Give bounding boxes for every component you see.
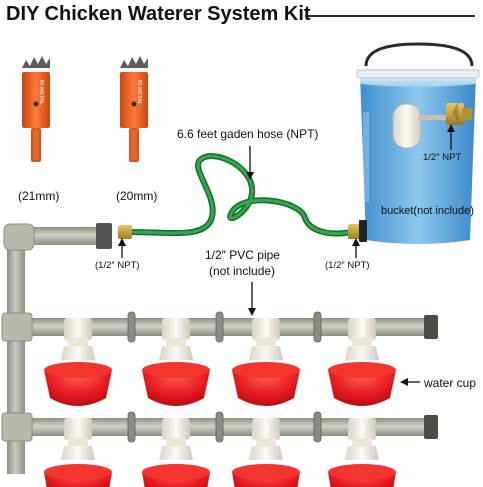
label-water-cup: water cup: [424, 376, 477, 390]
water-cups-row-1: [44, 318, 396, 406]
pipe-clamps: [127, 311, 322, 443]
pvc-pipe-frame: [1, 223, 438, 474]
label-pvc-not-included: (not include): [209, 264, 276, 278]
label-npt-right: (1/2″ NPT): [325, 260, 370, 271]
saw-marking: BI-METAL: [38, 80, 44, 105]
saw-marking: BI-METAL: [136, 80, 142, 105]
label-npt-left: (1/2″ NPT): [95, 260, 140, 271]
hole-saw-20mm: [120, 56, 148, 162]
label-pvc-pipe: 1/2″ PVC pipe: [205, 248, 280, 262]
title-underline: [305, 15, 475, 17]
label-bucket: bucket(not include): [381, 205, 474, 217]
float-valve: [392, 102, 472, 149]
water-cups-row-2: [44, 418, 396, 487]
hole-saw-21mm: [22, 56, 50, 162]
label-hole-saw-20mm: (20mm): [116, 189, 158, 203]
label-hole-saw-21mm: (21mm): [18, 189, 60, 203]
page-title: DIY Chicken Waterer System Kit: [6, 3, 311, 25]
label-garden-hose: 6.6 feet gaden hose (NPT): [177, 127, 319, 141]
pointer-arrows: [118, 124, 455, 386]
label-bucket-npt: 1/2″ NPT: [423, 152, 462, 163]
garden-hose: [118, 153, 367, 242]
